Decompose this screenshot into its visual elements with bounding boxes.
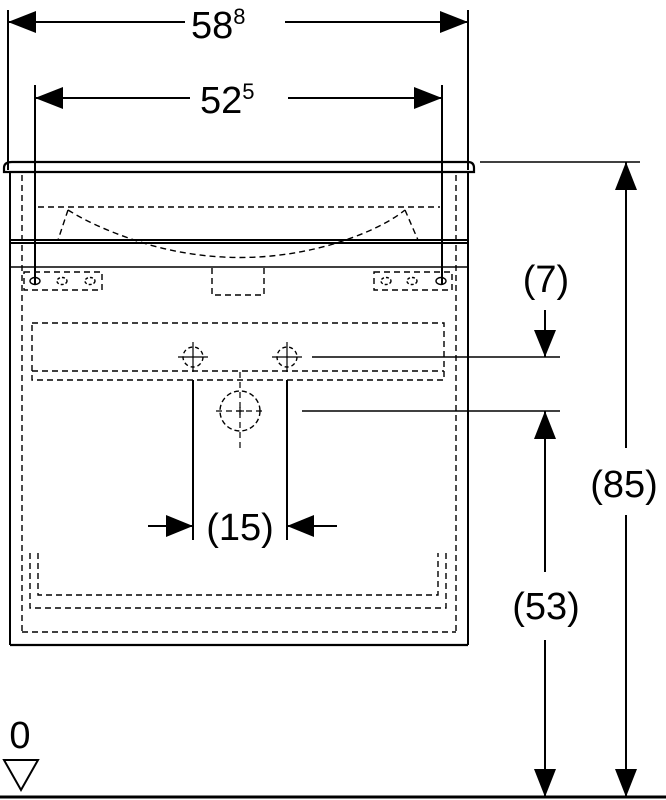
arrow-right-icon (440, 11, 468, 33)
water-connection-left (178, 342, 208, 372)
hole-spacing-dimension: (15) (148, 380, 337, 549)
arrow-down-icon (534, 330, 556, 357)
lower-drawer (29, 553, 447, 609)
overall-width-dimension: 588 (7, 4, 469, 170)
cabinet-body (9, 172, 469, 647)
arrow-down-icon (615, 769, 637, 797)
outlet-height-label: (53) (512, 586, 580, 628)
arrow-left-icon (35, 87, 63, 109)
overall-width-label: 588 (191, 4, 246, 47)
top-offset-dimension: (7) (312, 259, 569, 358)
arrow-left-icon (287, 515, 314, 537)
hole-spacing-label: (15) (206, 507, 274, 549)
water-connection-right (272, 342, 302, 372)
arrow-right-icon (166, 515, 193, 537)
inner-width-dimension: 525 (34, 79, 443, 285)
total-height-label: (85) (590, 464, 658, 506)
arrow-down-icon (534, 769, 556, 797)
total-height-dimension: (85) (480, 161, 658, 797)
floor-level: 0 (0, 715, 666, 799)
level-marker-icon (2, 759, 40, 793)
mounting-bracket-left (23, 271, 103, 291)
arrow-up-icon (615, 162, 637, 190)
top-offset-label: (7) (523, 259, 569, 301)
inner-width-label: 525 (200, 79, 255, 122)
outlet-height-dimension: (53) (302, 410, 580, 797)
arrow-left-icon (8, 11, 36, 33)
arrow-up-icon (534, 411, 556, 439)
waste-connection (216, 372, 264, 450)
mounting-bracket-right (373, 271, 453, 291)
washbasin-top (2, 160, 476, 296)
upper-drawer (31, 322, 445, 381)
arrow-right-icon (414, 87, 442, 109)
floor-level-label: 0 (9, 715, 30, 757)
